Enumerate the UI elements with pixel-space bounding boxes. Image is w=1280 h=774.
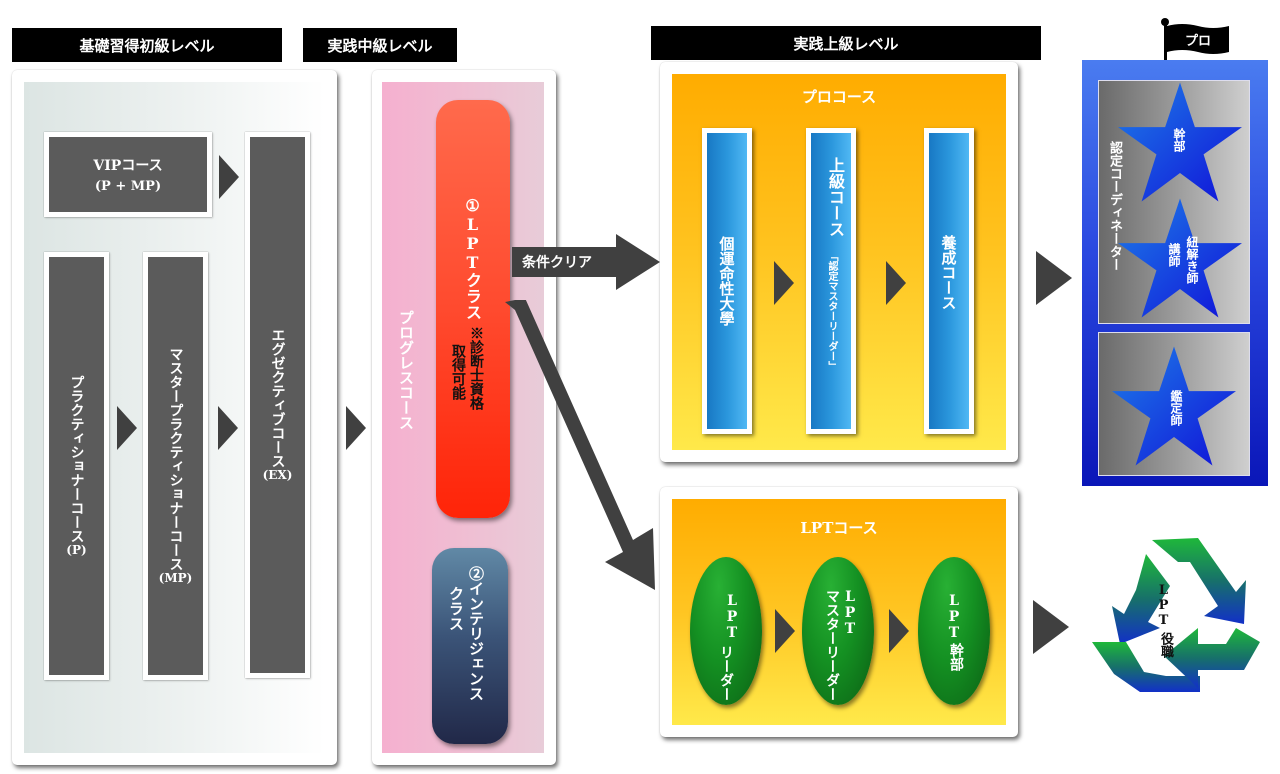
pro-level-panel: 認定コーディネーター 幹部 紐解き師 講師 鑑定師: [1082, 60, 1268, 486]
condition-clear-arrow: 条件クリア: [512, 234, 660, 290]
pro-course-panel: プロコース 個運命性大學 上級コース 「認定マスターリーダー」 養成コース: [660, 62, 1018, 462]
flag-pole-knob: [1161, 18, 1169, 26]
flag-pole: [1164, 20, 1167, 62]
lpt-course-title: LPTコース: [800, 519, 878, 537]
header-basic-level-text: 基礎習得初級レベル: [79, 36, 215, 55]
pro-step-card[interactable]: 個運命性大學: [702, 128, 752, 434]
lpt-roles-label: LPT 役職: [1156, 583, 1175, 662]
intelligence-class-title-line2: クラス: [447, 586, 465, 631]
pro-step-label: 個運命性大學: [717, 236, 736, 326]
lpt-step-line1: LPT: [946, 593, 962, 641]
lpt-step-ellipse[interactable]: LPT 幹部: [918, 557, 990, 705]
arrow-right-icon: [889, 609, 909, 653]
pro-step-label: 上級コース: [826, 157, 845, 237]
arrow-right-icon: [219, 155, 239, 199]
diagonal-arrow-icon: [505, 300, 655, 590]
star-label-line1: 紐解き師: [1184, 236, 1201, 287]
star-icon: [1112, 346, 1236, 466]
lpt-course-panel: LPTコース LPT リーダー LPT マスターリーダー LPT 幹部: [660, 487, 1018, 737]
intelligence-class-title-line1: ②インテリジェンス: [467, 566, 485, 701]
lpt-class-note-line1: ※診断士資格: [468, 326, 484, 410]
star-label-appraiser-text: 鑑定師: [1169, 390, 1183, 426]
arrow-right-icon: [117, 406, 137, 450]
arrow-right-icon: [218, 406, 238, 450]
header-basic-level: 基礎習得初級レベル: [12, 28, 282, 62]
star-label-executive-text: 幹部: [1172, 128, 1186, 152]
vip-course-subtitle: (P + MP): [94, 179, 162, 194]
practitioner-course-code: (P): [66, 543, 87, 557]
lpt-class-title: ①LPTクラス: [463, 196, 482, 320]
pro-step-label: 養成コース: [939, 235, 958, 310]
recycle-icon: [1092, 538, 1260, 692]
practitioner-course-card[interactable]: プラクティショナーコース (P): [44, 252, 109, 680]
star-icon: [1118, 198, 1242, 318]
pro-step-sublabel: 「認定マスターリーダー」: [826, 251, 837, 371]
pro-step-card[interactable]: 養成コース: [924, 128, 974, 434]
lpt-step-line2: マスターリーダー: [824, 589, 840, 701]
basic-level-panel: VIPコース (P + MP) エグゼクティブコース (EX) プラクティショナ…: [12, 70, 337, 765]
intermediate-level-panel: プログレスコース ①LPTクラス ※診断士資格 取得可能 ②インテリジェンス ク…: [372, 70, 556, 765]
vip-course-card[interactable]: VIPコース (P + MP): [44, 132, 212, 217]
master-practitioner-course-code: (MP): [158, 571, 193, 585]
star-label-line2-text: 講師: [1167, 243, 1181, 267]
star-label-line1-text: 紐解き師: [1185, 236, 1199, 284]
star-icon: [1118, 82, 1242, 202]
header-intermediate-level-text: 実践中級レベル: [327, 36, 433, 55]
pro-flag: プロ: [1167, 24, 1229, 54]
header-advanced-level-text: 実践上級レベル: [793, 34, 899, 53]
star-label-appraiser: 鑑定師: [1168, 390, 1185, 429]
lpt-step-line1: LPT: [724, 593, 740, 641]
lpt-step-ellipse[interactable]: LPT リーダー: [690, 557, 762, 705]
arrow-right-icon: [1033, 600, 1069, 654]
lpt-roles-line2: 役職: [1158, 632, 1173, 658]
arrow-right-icon: [346, 406, 366, 450]
executive-course-title: エグゼクティブコース: [269, 328, 286, 468]
lpt-step-line2: 幹部: [948, 643, 964, 671]
certified-coordinator-label: 認定コーディネーター: [1107, 141, 1122, 271]
arrow-right-icon: [886, 261, 906, 305]
lpt-step-line2: リーダー: [718, 645, 734, 701]
star-label-line2: 講師: [1166, 243, 1183, 270]
master-practitioner-course-card[interactable]: マスタープラクティショナーコース (MP): [143, 252, 208, 680]
lpt-roles-line1: LPT: [1156, 583, 1171, 628]
arrow-right-icon: [774, 261, 794, 305]
pro-course-title: プロコース: [801, 88, 877, 106]
arrow-right-icon: [775, 609, 795, 653]
progress-course-label: プログレスコース: [397, 310, 415, 430]
header-advanced-level: 実践上級レベル: [651, 26, 1041, 60]
practitioner-course-title: プラクティショナーコース: [68, 375, 85, 543]
executive-course-code: (EX): [262, 468, 293, 482]
lpt-step-line1: LPT: [842, 589, 858, 637]
executive-course-card[interactable]: エグゼクティブコース (EX): [245, 132, 310, 678]
master-practitioner-course-title: マスタープラクティショナーコース: [167, 347, 184, 571]
arrow-right-icon: [1036, 251, 1072, 305]
lpt-class-note-line2: 取得可能: [450, 344, 466, 400]
pro-step-card[interactable]: 上級コース 「認定マスターリーダー」: [806, 128, 856, 434]
intelligence-class-card[interactable]: ②インテリジェンス クラス: [432, 548, 508, 744]
vip-course-title: VIPコース: [93, 158, 163, 174]
header-intermediate-level: 実践中級レベル: [303, 28, 457, 62]
pro-flag-label: プロ: [1184, 33, 1211, 49]
star-label-executive: 幹部: [1171, 128, 1188, 155]
lpt-step-ellipse[interactable]: LPT マスターリーダー: [802, 557, 874, 705]
lpt-class-card[interactable]: ①LPTクラス ※診断士資格 取得可能: [436, 100, 510, 518]
condition-clear-label: 条件クリア: [522, 255, 592, 271]
